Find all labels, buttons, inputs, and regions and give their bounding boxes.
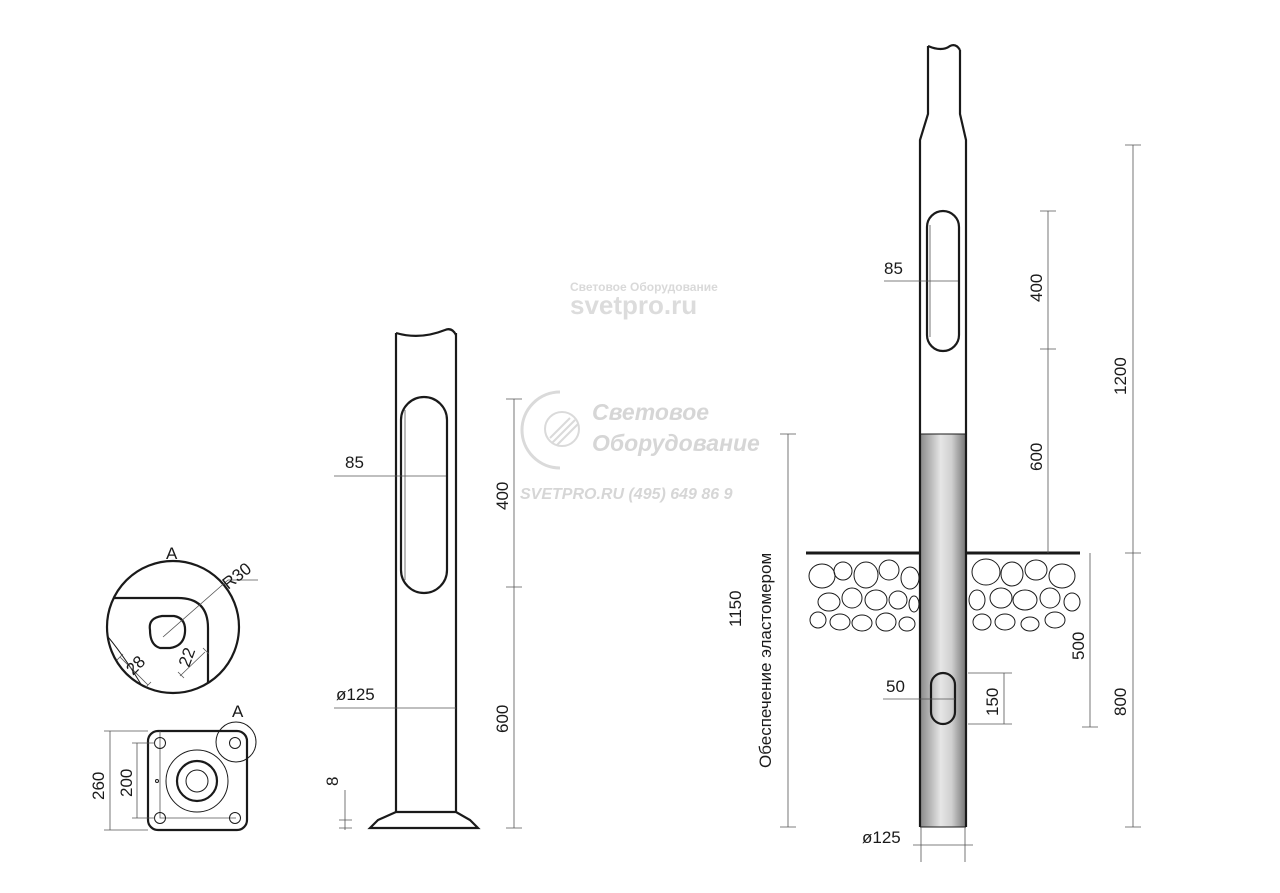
watermark-logo-icon — [520, 390, 580, 470]
flange-pole-diameter: ø125 — [336, 685, 375, 704]
ground-pole-lower-slot-width: 50 — [886, 677, 905, 696]
ground-pole-dim-500: 500 — [1069, 632, 1088, 660]
ground-pole-dimensions: 400 600 1200 800 500 1150 Обеспечение эл… — [726, 144, 1141, 828]
ground-pole-dim-1150: 1150 — [726, 590, 745, 627]
base-plate-dim-260: 260 — [89, 772, 108, 800]
ground-pole-dim-800: 800 — [1111, 688, 1130, 716]
base-plate-view: A 260 200 — [89, 702, 257, 832]
ground-pole-slot-width: 85 — [884, 259, 903, 278]
detail-a-dim-22: 22 — [175, 645, 199, 669]
flange-pole-dim-8: 8 — [323, 777, 342, 786]
ground-pole-coating-note: Обеспечение эластомером — [756, 553, 775, 768]
flange-pole-slot — [399, 395, 449, 595]
watermark: Световое Оборудование svetpro.ru Светово… — [520, 280, 760, 503]
flange-pole-dim-400: 400 — [493, 482, 512, 510]
flange-pole-slot-width: 85 — [345, 453, 364, 472]
ground-pole-view: 85 50 150 ø125 — [862, 44, 1012, 862]
detail-a-label: A — [166, 544, 178, 563]
detail-a-radius-leader — [162, 579, 258, 638]
ground-pole-dim-1200: 1200 — [1111, 357, 1130, 395]
detail-a-view: A R30 28 22 — [105, 544, 258, 695]
flange-pole-flange — [367, 810, 481, 830]
base-plate-dim-200: 200 — [117, 769, 136, 797]
flange-pole-dim-600: 600 — [493, 705, 512, 733]
base-plate-detail-marker — [215, 721, 257, 763]
ground-pole-lower-slot — [929, 671, 957, 726]
watermark-logo-line2: Оборудование — [592, 430, 760, 456]
detail-a-radius-text: R30 — [219, 559, 255, 593]
base-plate-detail-label: A — [232, 702, 244, 721]
detail-a-circle — [105, 559, 241, 695]
watermark-logo-line1: Световое — [592, 399, 709, 425]
watermark-contact-text: SVETPRO.RU (495) 649 86 9 — [520, 486, 733, 503]
base-plate-outline — [146, 729, 249, 832]
ground-pole-dim-600: 600 — [1027, 443, 1046, 471]
watermark-small-text: Световое Оборудование — [570, 280, 718, 294]
flange-pole-view: 85 ø125 8 400 600 — [323, 328, 522, 830]
ground-pole-lower-slot-height: 150 — [983, 688, 1002, 716]
ground-pole-coated-section — [921, 434, 965, 827]
ground-gravel — [806, 551, 1081, 632]
ground-pole-dim-400: 400 — [1027, 274, 1046, 302]
watermark-site-text: svetpro.ru — [570, 290, 697, 320]
ground-pole-diameter: ø125 — [862, 828, 901, 847]
